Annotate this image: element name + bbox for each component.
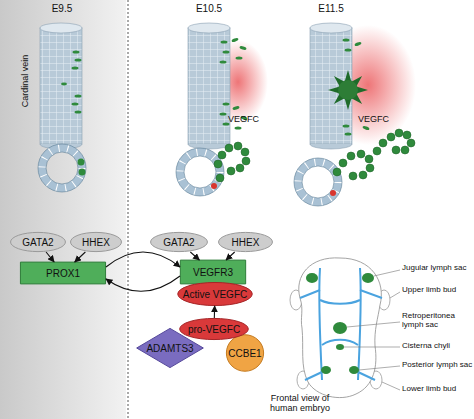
node-text: GATA2 — [22, 237, 53, 248]
vessel-label: Cardinal vein — [21, 41, 31, 121]
node-text: CCBE1 — [228, 348, 261, 359]
anatomy-label: Upper limb bud — [402, 286, 474, 295]
stage-label: E11.5 — [311, 3, 351, 14]
anatomy-label: Retroperitonea lymph sac — [402, 312, 464, 330]
gene-box: PROX1 — [20, 262, 106, 284]
factor-ellipse: HHEX — [70, 232, 122, 252]
factor-label: VEGFC — [358, 115, 398, 125]
vessel-cross-section — [294, 129, 415, 206]
node-text: GATA2 — [163, 237, 194, 248]
node-text: Active VEGFC — [183, 289, 247, 300]
node-text: HHEX — [232, 237, 260, 248]
factor-ellipse: GATA2 — [10, 232, 66, 252]
factor-label: VEGFC — [228, 115, 268, 125]
node-text: ADAMTS3 — [146, 343, 193, 354]
arrow-connector — [106, 276, 180, 291]
factor-ellipse: GATA2 — [150, 232, 208, 252]
arrow-connector — [214, 306, 215, 318]
anatomy-label: Cisterna chyli — [402, 342, 474, 351]
node-text: PROX1 — [46, 268, 80, 279]
anatomy-label: Lower limb bud — [402, 385, 474, 394]
cardinal-vein — [310, 23, 370, 149]
background-panel — [0, 0, 126, 419]
arrow-connector — [190, 252, 199, 260]
cardinal-vein — [40, 23, 82, 149]
arrow-connector — [106, 252, 180, 267]
factor-ellipse: HHEX — [218, 232, 273, 252]
embryo-illustration — [290, 258, 400, 398]
arrow-connector — [226, 252, 235, 260]
arrow-connector — [75, 252, 86, 262]
stage-label: E9.5 — [42, 3, 82, 14]
ligand-ellipse: pro-VEGFC — [179, 318, 249, 340]
node-text: pro-VEGFC — [188, 324, 240, 335]
stage-label: E10.5 — [189, 3, 229, 14]
view-caption: Frontal view of human embryo — [262, 394, 338, 414]
anatomy-label: Posterior lymph sac — [402, 361, 474, 370]
arrow-connector — [46, 252, 54, 262]
receptor-box: VEGFR3 — [180, 260, 246, 284]
cofactor-circle: CCBE1 — [226, 334, 264, 372]
divider — [128, 0, 129, 419]
anatomy-label: Jugular lymph sac — [402, 264, 474, 273]
vessel-cross-section — [176, 142, 250, 196]
ligand-ellipse: Active VEGFC — [177, 282, 253, 306]
node-text: HHEX — [82, 237, 110, 248]
node-text: VEGFR3 — [193, 267, 233, 278]
cardinal-vein — [188, 23, 248, 149]
vessel-cross-section — [38, 144, 86, 192]
